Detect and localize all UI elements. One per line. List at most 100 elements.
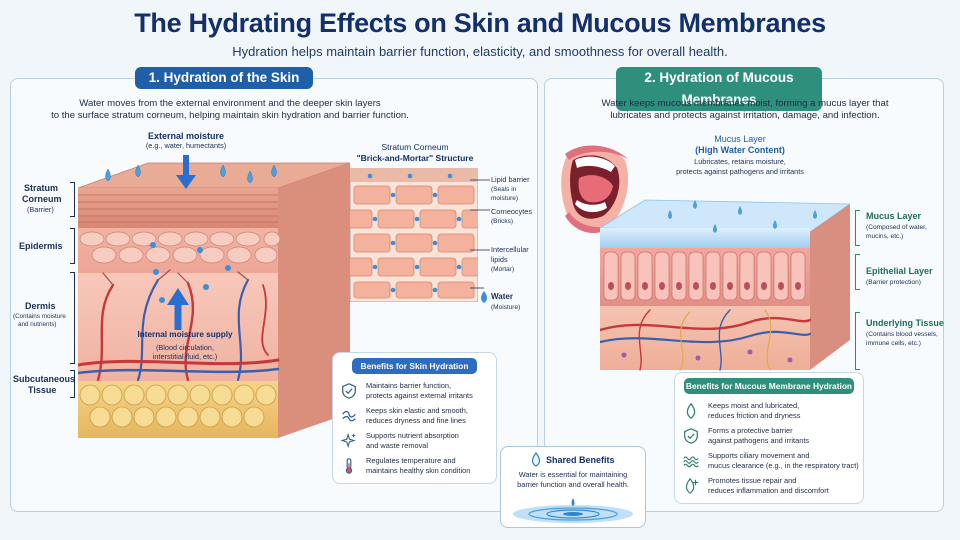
mucous-benefit-4-line1: Promotes tissue repair and bbox=[708, 476, 797, 486]
external-moisture-sub: (e.g., water, humectants) bbox=[145, 141, 227, 150]
mucous-benefit-3-line1: Supports ciliary movement and bbox=[708, 451, 810, 461]
underlying-tissue-sub-1: (Contains blood vessels, bbox=[866, 331, 938, 338]
skin-benefit-4-line2: maintains healthy skin condition bbox=[366, 465, 471, 475]
skin-benefit-2: Keeps skin elastic and smooth,reduces dr… bbox=[340, 403, 492, 428]
skin-benefit-4-line1: Regulates temperature and bbox=[366, 456, 456, 466]
mucous-benefit-4-line2: reduces inflammation and discomfort bbox=[708, 485, 829, 495]
underlying-bracket bbox=[855, 312, 860, 370]
page-subtitle: Hydration helps maintain barrier functio… bbox=[232, 44, 728, 59]
mucous-benefit-3-line2: mucus clearance (e.g., in the respirator… bbox=[708, 460, 859, 470]
mucous-benefit-1-line1: Keeps moist and lubricated, bbox=[708, 401, 800, 411]
layer-label-subcut-2: Tissue bbox=[28, 385, 57, 395]
shared-drop-icon bbox=[531, 452, 541, 467]
corneocytes-label: Corneocytes bbox=[491, 207, 532, 216]
intercellular-label-1: Intercellular bbox=[491, 245, 529, 254]
mucus-layer-label-sub-2: mucins, etc.) bbox=[866, 233, 904, 240]
stratum-bracket bbox=[70, 182, 75, 217]
dermis-bracket bbox=[70, 272, 75, 364]
mucous-description-2: lubricates and protects against irritati… bbox=[610, 110, 880, 121]
skin-benefit-3-line2: and waste removal bbox=[366, 440, 429, 450]
skin-benefit-2-line1: Keeps skin elastic and smooth, bbox=[366, 406, 468, 416]
internal-moisture-label: Internal moisture supply bbox=[137, 330, 233, 339]
brick-title-2: "Brick-and-Mortar" Structure bbox=[356, 153, 474, 163]
shared-benefits-line-1: Water is essential for maintaining bbox=[518, 470, 628, 479]
mucous-description-1: Water keeps mucous membranes moist, form… bbox=[601, 98, 889, 109]
skin-benefit-2-line2: reduces dryness and fine lines bbox=[366, 415, 466, 425]
underlying-tissue-sub-2: immune cells, etc.) bbox=[866, 340, 921, 347]
epithelial-bracket bbox=[855, 254, 860, 290]
mucus-bracket bbox=[855, 210, 860, 246]
mucous-benefit-2-line1: Forms a protective barrier bbox=[708, 426, 793, 436]
skin-description-1: Water moves from the external environmen… bbox=[79, 98, 381, 109]
layer-label-subcut-1: Subcutaneous bbox=[13, 374, 76, 384]
layer-label-stratum-sub: (Barrier) bbox=[27, 205, 54, 214]
layer-label-stratum-1: Stratum bbox=[24, 183, 59, 193]
sparkle-icon bbox=[340, 432, 356, 448]
page-title: The Hydrating Effects on Skin and Mucous… bbox=[134, 8, 826, 38]
corneocytes-sub: (Bricks) bbox=[491, 218, 514, 225]
skin-benefit-1: Maintains barrier function,protects agai… bbox=[340, 378, 492, 403]
mucous-membrane-illustration bbox=[600, 199, 850, 371]
skin-cross-section-illustration bbox=[78, 155, 350, 438]
skin-benefits-list: Maintains barrier function,protects agai… bbox=[340, 378, 492, 478]
waves-icon bbox=[683, 455, 699, 467]
layer-label-dermis-sub-2: and nutrients) bbox=[18, 321, 57, 328]
shared-benefits-title: Shared Benefits bbox=[546, 455, 615, 465]
mucous-section-badge: 2. Hydration of Mucous Membranes bbox=[616, 67, 822, 111]
epithelial-layer-sub: (Barrier protection) bbox=[866, 279, 921, 286]
lipid-barrier-label: Lipid barrier bbox=[491, 175, 530, 184]
skin-benefits-title: Benefits for Skin Hydration bbox=[352, 358, 477, 374]
internal-moisture-sub-2: interstitial fluid, etc.) bbox=[152, 352, 218, 361]
mucous-benefits-title: Benefits for Mucous Membrane Hydration bbox=[684, 378, 854, 394]
epidermis-bracket bbox=[70, 228, 75, 264]
mucus-layer-title-1: Mucus Layer bbox=[714, 134, 766, 144]
brick-title-1: Stratum Corneum bbox=[381, 142, 449, 152]
wave-smooth-icon bbox=[342, 410, 356, 421]
skin-benefit-1-line1: Maintains barrier function, bbox=[366, 381, 452, 391]
skin-benefit-1-line2: protects against external irritants bbox=[366, 390, 473, 400]
mucus-layer-label: Mucus Layer bbox=[866, 211, 922, 221]
external-moisture-label: External moisture bbox=[147, 131, 225, 141]
mucus-layer-title-2: (High Water Content) bbox=[695, 145, 785, 155]
layer-label-epidermis: Epidermis bbox=[19, 241, 63, 251]
mucous-benefit-1-line2: reduces friction and dryness bbox=[708, 410, 801, 420]
shared-benefits-line-2: barrier function and overall health. bbox=[517, 480, 629, 489]
water-label: Water bbox=[491, 292, 513, 301]
brick-mortar-illustration bbox=[350, 168, 478, 302]
layer-label-dermis: Dermis bbox=[25, 301, 56, 311]
mucus-layer-sub-2: protects against pathogens and irritants bbox=[676, 167, 804, 176]
epithelial-layer-label: Epithelial Layer bbox=[866, 266, 933, 276]
mucous-benefit-2-line2: against pathogens and irritants bbox=[708, 435, 810, 445]
mucus-layer-sub-1: Lubricates, retains moisture, bbox=[694, 157, 786, 166]
lipid-barrier-sub-2: moisture) bbox=[491, 195, 519, 202]
layer-label-dermis-sub-1: (Contains moisture bbox=[13, 313, 66, 320]
intercellular-label-2: lipids bbox=[491, 255, 508, 264]
mucus-layer-label-sub-1: (Composed of water, bbox=[866, 224, 927, 231]
skin-benefits-card bbox=[332, 352, 497, 484]
intercellular-sub: (Mortar) bbox=[491, 266, 515, 273]
mucous-benefits-list: Keeps moist and lubricated,reduces frict… bbox=[682, 398, 860, 498]
mouth-illustration bbox=[561, 145, 629, 234]
mucous-benefit-1: Keeps moist and lubricated,reduces frict… bbox=[682, 398, 860, 423]
lipid-barrier-sub-1: (Seals in bbox=[491, 186, 517, 193]
drop-plus-icon bbox=[685, 477, 699, 494]
drop-icon bbox=[686, 402, 696, 419]
water-drop-icon bbox=[481, 291, 487, 303]
shield-check-icon bbox=[342, 382, 356, 399]
skin-description-2: to the surface stratum corneum, helping … bbox=[51, 110, 409, 121]
brick-pointer-lines bbox=[470, 179, 490, 289]
internal-moisture-sub-1: (Blood circulation, bbox=[156, 343, 214, 352]
mucous-benefits-card bbox=[674, 372, 864, 504]
layer-label-stratum-2: Corneum bbox=[22, 194, 62, 204]
thermometer-icon bbox=[345, 457, 353, 474]
skin-section-badge: 1. Hydration of the Skin bbox=[135, 67, 313, 89]
underlying-tissue-label: Underlying Tissue bbox=[866, 318, 944, 328]
shield-check-icon bbox=[684, 427, 698, 444]
subcut-bracket bbox=[70, 370, 75, 398]
water-sub: (Moisture) bbox=[491, 304, 521, 311]
